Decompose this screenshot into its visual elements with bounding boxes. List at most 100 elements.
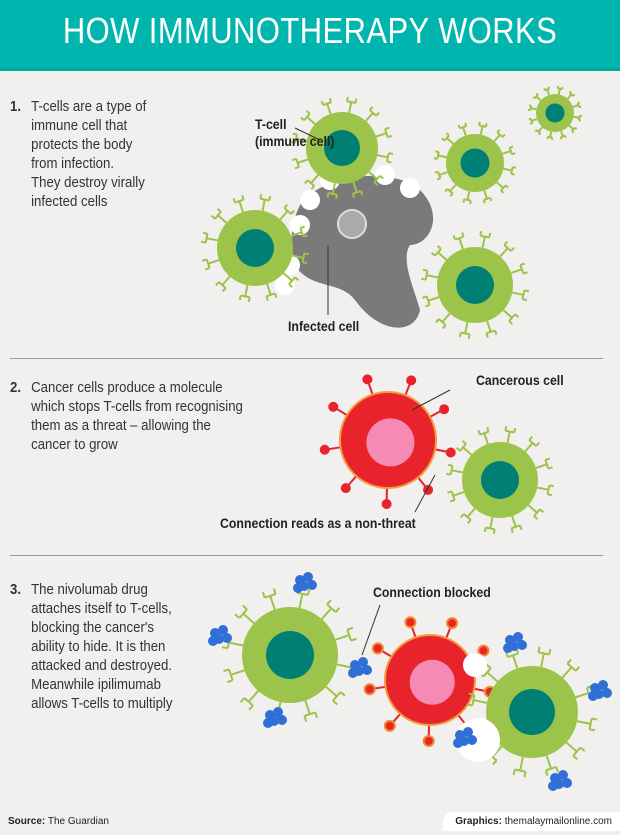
drug-blob xyxy=(467,735,477,745)
tcell-receptor-fork xyxy=(571,126,578,134)
tcell-receptor xyxy=(473,699,488,704)
tcell-receptor-fork xyxy=(520,262,528,275)
tcell-receptor-fork xyxy=(441,132,450,142)
tcell-receptor xyxy=(230,669,245,676)
tcell-receptor-tip xyxy=(425,296,431,306)
tcell-receptor-fork xyxy=(479,231,492,238)
tcell-receptor-tip xyxy=(544,459,550,469)
tcell-receptor-fork xyxy=(483,527,496,534)
tcell-receptor xyxy=(483,432,489,445)
cancer-molecule xyxy=(319,444,330,455)
tcell-receptor xyxy=(244,285,249,297)
tcell-receptor xyxy=(325,686,338,698)
step-number: 1. xyxy=(10,98,22,115)
tcell-receptor xyxy=(437,154,447,159)
tcell-receptor-fork xyxy=(485,330,498,338)
tcell-receptor-tip xyxy=(496,131,504,138)
tcell-receptor xyxy=(441,312,451,323)
tcell-receptor-tip xyxy=(566,662,577,672)
tcell-receptor xyxy=(310,174,319,184)
tcell-receptor-fork xyxy=(528,435,540,447)
tcell xyxy=(527,85,583,141)
tcell-receptor-fork xyxy=(482,197,493,204)
tcell-receptor-fork xyxy=(346,96,358,104)
callout-line xyxy=(414,474,436,513)
tcell-receptor xyxy=(506,431,511,443)
tcell-receptor xyxy=(464,322,469,334)
tcell-receptor-fork xyxy=(533,508,545,520)
tcell-receptor-fork xyxy=(534,129,542,136)
tcell-receptor xyxy=(512,291,524,296)
cell-contact-bubble xyxy=(463,653,487,677)
step-text-line: from infection. xyxy=(31,155,115,172)
tcell-receptor-fork xyxy=(433,150,439,160)
tcell-receptor xyxy=(499,247,509,258)
tcell-receptor xyxy=(282,272,293,282)
divider xyxy=(10,555,603,556)
tcell-receptor-tip xyxy=(205,259,211,269)
tcell-receptor-fork xyxy=(239,697,254,711)
step-text-line: attacked and destroyed. xyxy=(31,657,173,674)
tcell-receptor-fork xyxy=(496,129,506,138)
step-text-line: which stops T-cells from recognising xyxy=(31,398,243,415)
cancer-core xyxy=(366,418,415,467)
tcell-receptor-tip xyxy=(437,171,442,179)
tcell-receptor-tip xyxy=(459,443,467,452)
step-number: 2. xyxy=(10,379,22,396)
tcell-receptor-tip xyxy=(483,196,491,201)
drug-blob xyxy=(358,657,368,667)
drug-blob xyxy=(598,680,608,690)
tcell-receptor-fork xyxy=(537,646,552,655)
cancer-cell xyxy=(319,374,456,509)
tcell-receptor xyxy=(503,167,513,172)
nivolumab-molecule xyxy=(503,632,527,653)
tcell xyxy=(446,426,554,534)
tcell-receptor-tip xyxy=(328,192,338,196)
tcell-receptor-tip xyxy=(240,294,250,299)
tcell-receptor-fork xyxy=(326,192,338,200)
tcell-receptor-fork xyxy=(568,90,576,97)
tcell-receptor-tip xyxy=(352,190,362,195)
tcell-receptor-tip xyxy=(238,608,248,619)
divider xyxy=(10,358,603,359)
tcell-receptor-fork xyxy=(527,104,532,112)
tcell-receptor-tip xyxy=(299,227,305,237)
tcell-receptor xyxy=(479,125,484,135)
tcell-receptor xyxy=(519,756,524,771)
non-threat-label: Connection reads as a non-threat xyxy=(220,515,416,531)
tcell-receptor-fork xyxy=(265,293,278,301)
tcell-receptor-tip xyxy=(264,593,276,599)
tcell-receptor-fork xyxy=(556,85,564,90)
tcell-receptor-tip xyxy=(434,248,442,257)
drug-blob xyxy=(558,770,568,780)
tcell xyxy=(290,96,394,200)
tcell-receptor xyxy=(512,654,519,669)
tcell-receptor-fork xyxy=(373,174,384,186)
tcell-receptor-fork xyxy=(434,170,441,181)
tcell-receptor-fork xyxy=(259,194,272,201)
tcell-receptor xyxy=(335,634,350,641)
step-text-line: Meanwhile ipilimumab xyxy=(31,676,161,693)
tcell-receptor-tip xyxy=(443,134,450,142)
tcell-receptor-fork xyxy=(300,110,311,122)
cancer-molecule xyxy=(446,617,459,630)
tcell-receptor xyxy=(375,132,387,138)
tcell-receptor xyxy=(228,641,244,647)
cancer-molecule xyxy=(383,719,396,732)
tcell-receptor xyxy=(206,237,218,242)
tcell xyxy=(221,586,359,724)
tcell-receptor xyxy=(377,154,389,159)
tcell-receptor xyxy=(575,692,590,699)
tcell-receptor xyxy=(365,112,374,122)
graphics-credit: Graphics: themalaymailonline.com xyxy=(443,812,620,831)
step-text-line: The nivolumab drug xyxy=(31,581,148,598)
tcell-receptor-fork xyxy=(572,746,586,761)
graphics-value: themalaymailonline.com xyxy=(504,816,612,827)
tcell-receptor xyxy=(466,191,471,201)
tcell-receptor xyxy=(511,515,517,528)
tcell-receptor-tip xyxy=(301,253,306,263)
tcell-receptor-fork xyxy=(215,281,227,293)
